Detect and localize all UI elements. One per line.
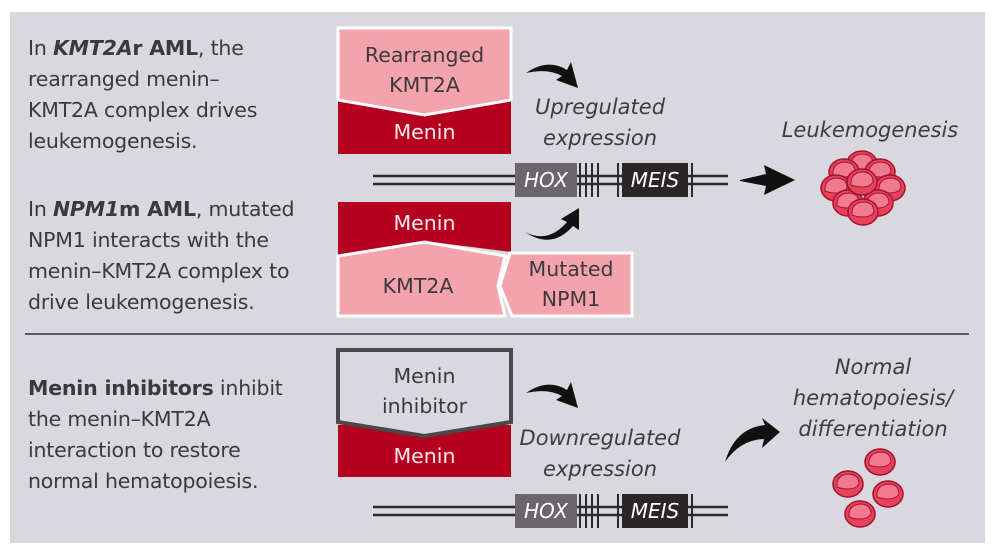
rearranged-kmt2a-label: Rearranged KMT2A: [364, 43, 485, 97]
menin-inhibitor-label: Menin inhibitor: [381, 364, 468, 418]
inhibitor-complex: [336, 348, 513, 477]
kmt2ar-complex: [336, 26, 513, 154]
upregulated-expression-label: Upregulated expression: [534, 95, 666, 150]
kmt2a-box: [336, 240, 512, 318]
meis-gene-1: [622, 163, 688, 197]
hox-label-1: HOX: [524, 168, 568, 192]
meis-label-1: MEIS: [630, 168, 680, 192]
meis-gene-2: [622, 494, 688, 528]
mutated-npm1-label: Mutated NPM1: [528, 257, 614, 311]
downregulated-expression-label: Downregulated expression: [519, 426, 681, 481]
straight-arrow: [740, 165, 795, 195]
menin-box-2: [338, 202, 511, 255]
mutated-npm1-box: [498, 251, 634, 318]
kmt2a-label: KMT2A: [382, 274, 454, 298]
menin-label-3: Menin: [393, 444, 456, 468]
curved-arrow-1: [526, 62, 578, 88]
normal-cells-icon: [832, 448, 904, 528]
hox-gene-1: [515, 163, 577, 197]
meis-label-2: MEIS: [630, 499, 680, 523]
dna-strand-1: [373, 163, 728, 197]
curved-arrow-2: [525, 208, 579, 240]
menin-inhibitor-box: [336, 348, 513, 439]
npm1m-complex: [336, 202, 634, 318]
hox-gene-2: [515, 494, 577, 528]
cancer-cell-cluster-icon: [820, 150, 906, 226]
kmt2ar-description: In KMT2Ar AML, the rearranged menin– KMT…: [28, 36, 258, 153]
menin-label-2: Menin: [393, 211, 456, 235]
inhibitor-description: Menin inhibitors inhibit the menin–KMT2A…: [28, 376, 283, 493]
rearranged-kmt2a-box: [336, 26, 513, 117]
menin-label-1: Menin: [393, 120, 456, 144]
dna-strand-2: [373, 494, 728, 528]
section-divider: [25, 333, 969, 335]
leukemogenesis-label: Leukemogenesis: [781, 118, 959, 142]
curved-arrow-4: [725, 418, 780, 462]
npm1m-description: In NPM1m AML, mutated NPM1 interacts wit…: [28, 197, 295, 314]
curved-arrow-3: [526, 382, 578, 408]
hox-label-2: HOX: [524, 499, 568, 523]
normal-hematopoiesis-label: Normal hematopoiesis/ differentiation: [792, 355, 954, 441]
